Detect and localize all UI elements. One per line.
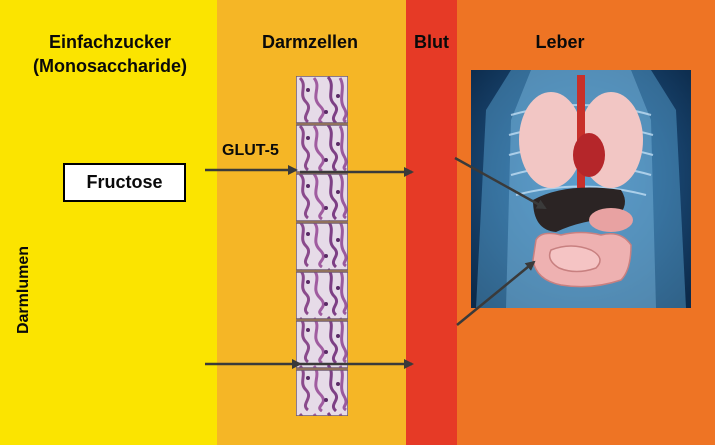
arrow-blood-to-liver-bottom (457, 262, 534, 325)
arrow-blood-to-liver-top (455, 158, 545, 208)
